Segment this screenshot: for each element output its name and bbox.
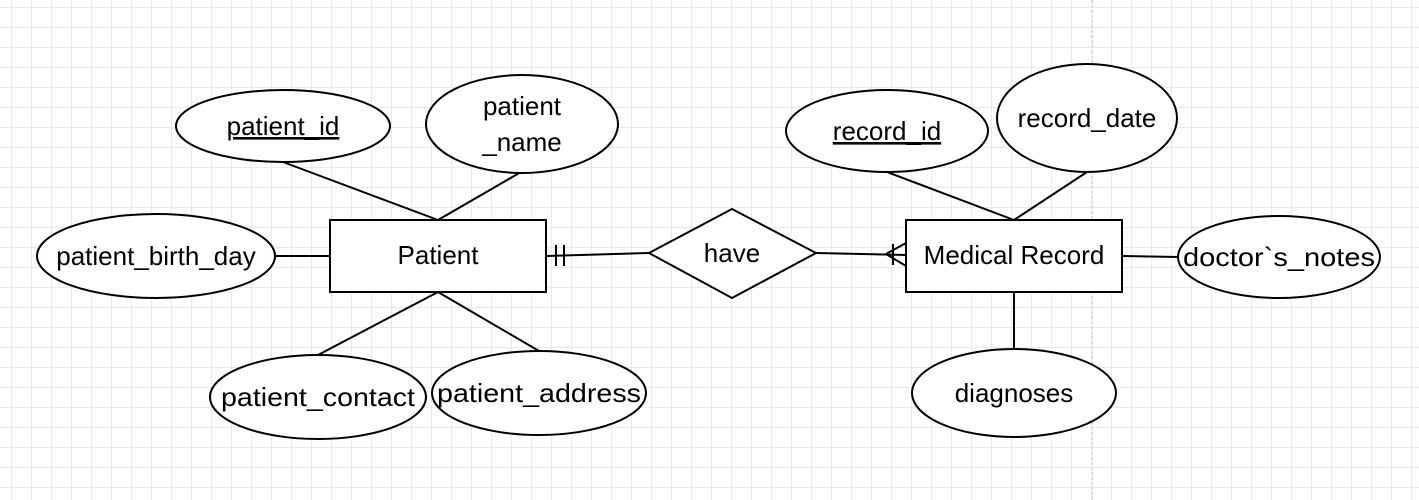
entity-medical-record[interactable]: Medical Record	[905, 219, 1123, 293]
cardinality-one-or-many-marker	[885, 242, 907, 267]
edge-have-medical-record[interactable]	[815, 252, 907, 256]
attribute-patient-birth-day[interactable]: patient_birth_day	[36, 213, 276, 299]
entity-medical-record-label: Medical Record	[924, 240, 1105, 270]
edge-patient-id[interactable]	[282, 161, 439, 221]
cardinality-one-and-only-one-marker	[555, 245, 565, 266]
attribute-record-id[interactable]: record_id	[785, 89, 989, 173]
relationship-have-label: have	[704, 238, 760, 268]
edge-patient-name[interactable]	[437, 171, 522, 221]
attribute-patient-contact-label: patient_contact	[221, 382, 416, 412]
edge-patient-address[interactable]	[437, 291, 540, 352]
attribute-record-id-label: record_id	[833, 116, 941, 146]
attribute-doctors-notes-label: doctor`s_notes	[1183, 242, 1375, 272]
attribute-record-date[interactable]: record_date	[996, 63, 1178, 173]
entity-patient[interactable]: Patient	[329, 219, 547, 293]
relationship-have[interactable]: have	[646, 207, 819, 300]
edge-patient-have[interactable]	[545, 252, 650, 257]
attribute-doctors-notes[interactable]: doctor`s_notes	[1177, 215, 1381, 299]
attribute-diagnoses-label: diagnoses	[955, 378, 1074, 408]
attribute-patient-id[interactable]: patient_id	[175, 89, 391, 163]
attribute-diagnoses[interactable]: diagnoses	[911, 348, 1117, 438]
attribute-patient-name[interactable]: patient _name	[425, 74, 619, 174]
attribute-patient-name-label-line1: patient	[483, 91, 562, 121]
attribute-patient-contact[interactable]: patient_contact	[209, 354, 427, 440]
attribute-patient-name-label-line2: _name	[481, 127, 562, 157]
entity-patient-label: Patient	[398, 240, 480, 270]
attribute-patient-birth-day-label: patient_birth_day	[56, 241, 255, 271]
attribute-record-date-label: record_date	[1018, 103, 1157, 133]
edge-record-id[interactable]	[886, 171, 1015, 221]
edge-doctors-notes[interactable]	[1121, 255, 1179, 258]
edge-record-date[interactable]	[1013, 171, 1088, 221]
attribute-patient-address[interactable]: patient_address	[431, 350, 647, 436]
attribute-patient-address-label: patient_address	[437, 378, 641, 408]
edge-patient-contact[interactable]	[317, 291, 439, 356]
attribute-patient-id-label: patient_id	[227, 111, 340, 141]
